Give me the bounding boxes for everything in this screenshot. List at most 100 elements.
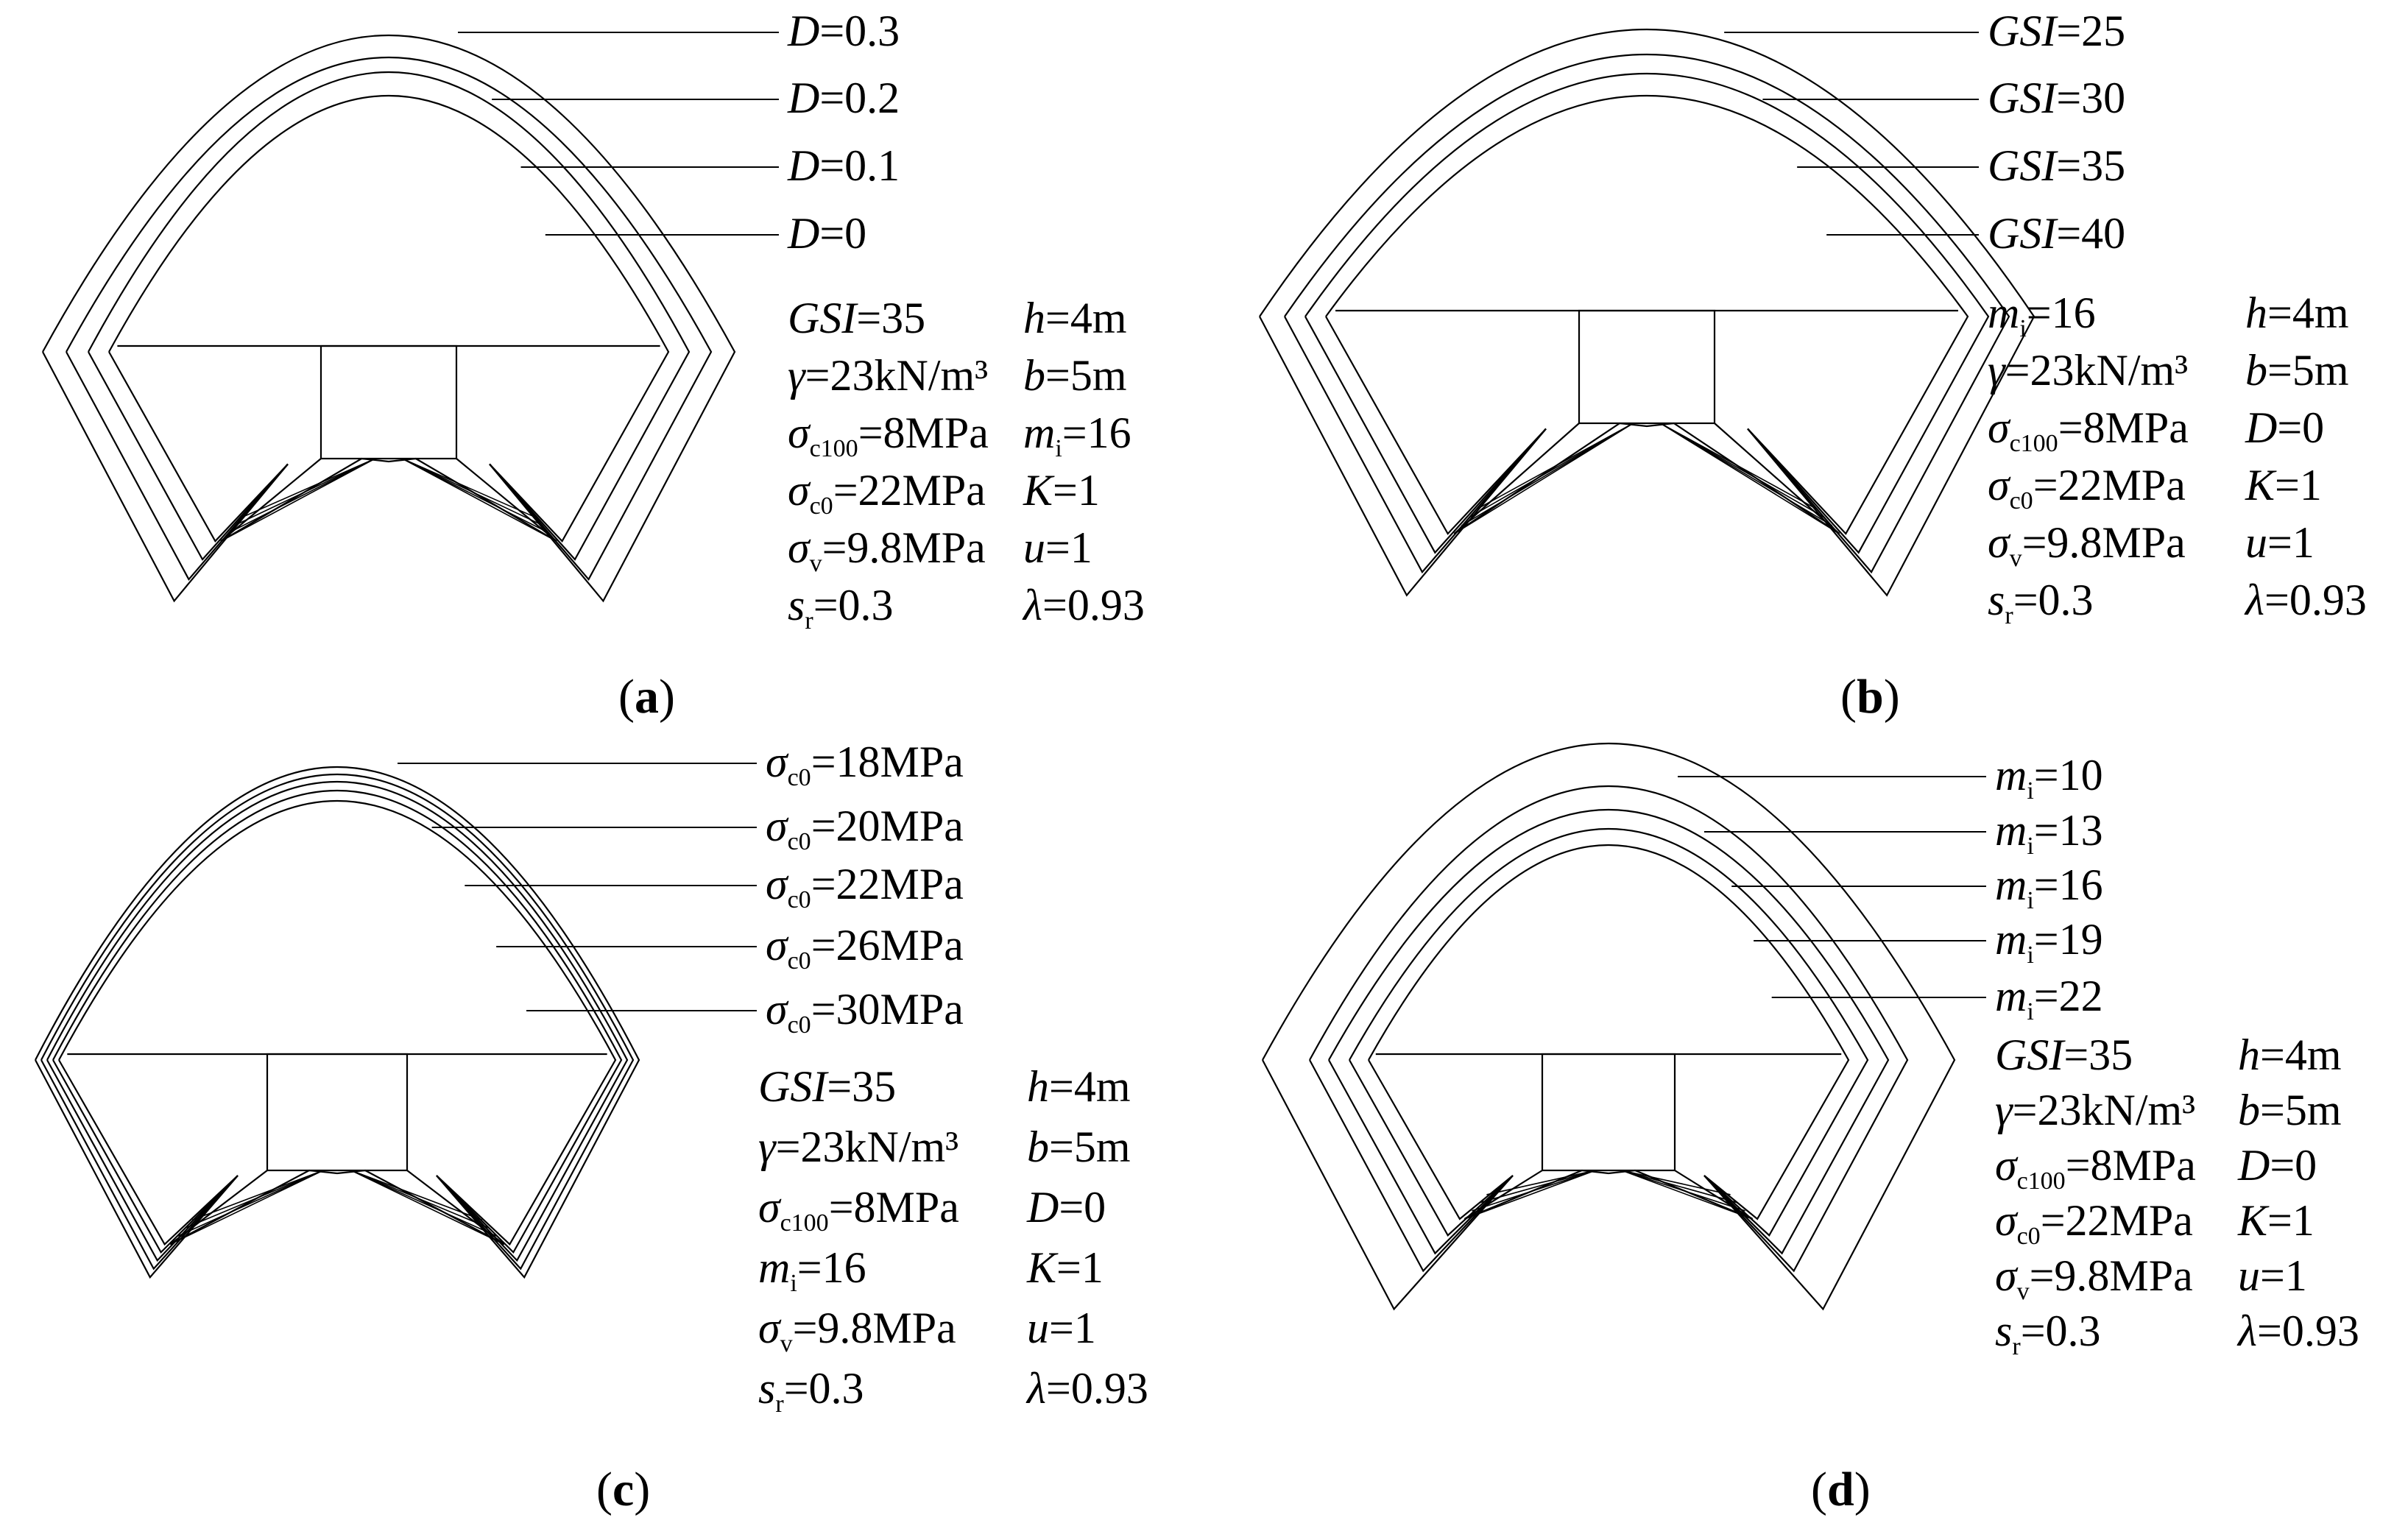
param-label-value: =1: [2267, 518, 2315, 567]
param-label-symbol: σ: [1995, 1141, 2019, 1190]
failure-envelope: [46, 780, 629, 1262]
param-label-symbol: GSI: [758, 1062, 829, 1111]
curve-label-subscript: c0: [788, 828, 811, 855]
param-label-value: =22MPa: [833, 466, 986, 515]
curve-label-symbol: σ: [766, 860, 789, 908]
curve-label: mi=13: [1995, 806, 2103, 860]
slip-line: [1476, 423, 1634, 510]
failure-curves: [1259, 29, 2035, 597]
param-label-value: =0.3: [813, 581, 894, 629]
param-label-value: =16: [2027, 289, 2096, 337]
curve-label: GSI=35: [1988, 141, 2125, 190]
param-label: σc100=8MPa: [788, 409, 989, 462]
param-label-value: =0.93: [1042, 581, 1145, 629]
curve-label-value: =20MPa: [811, 802, 964, 850]
panel-caption: (d): [1811, 1463, 1871, 1516]
param-label-subscript: r: [2005, 602, 2013, 629]
slip-line: [1660, 423, 1825, 518]
caption-open: (: [1840, 670, 1857, 724]
slip-line: [402, 458, 550, 534]
curve-label-value: =40: [2056, 209, 2125, 258]
param-label-symbol: m: [1988, 289, 2019, 337]
param-label-value: =0.3: [2013, 576, 2094, 624]
param-label-value: =1: [2275, 461, 2322, 509]
curve-label-value: =19: [2034, 915, 2103, 964]
tunnel-box: [1578, 309, 1716, 425]
curve-label-value: =0.3: [819, 7, 900, 55]
panel-caption: (c): [596, 1463, 650, 1516]
param-label-symbol: γ: [788, 351, 806, 400]
tunnel-box: [266, 1053, 409, 1172]
param-label-symbol: K: [1026, 1243, 1059, 1292]
caption-open: (: [1811, 1463, 1827, 1516]
slip-line: [1621, 1170, 1753, 1220]
param-label: σc100=8MPa: [1995, 1141, 2196, 1195]
param-label-symbol: b: [2238, 1086, 2260, 1134]
param-label: mi=16: [1988, 289, 2096, 342]
param-label-symbol: D: [2237, 1141, 2270, 1190]
failure-envelope: [42, 35, 736, 603]
param-label-value: =1: [1045, 523, 1092, 572]
param-label-symbol: h: [1027, 1062, 1049, 1111]
curve-label-symbol: m: [1995, 915, 2027, 964]
param-label-symbol: K: [2245, 461, 2277, 509]
failure-envelope: [1349, 828, 1869, 1237]
param-label-value: =4m: [2260, 1031, 2342, 1079]
leader-lines: [1724, 32, 1979, 236]
slip-line: [220, 458, 375, 542]
slip-line: [1486, 1170, 1596, 1195]
param-label-symbol: λ: [1022, 581, 1042, 629]
param-label-value: =9.8MPa: [2022, 518, 2186, 567]
param-label: b=5m: [2238, 1086, 2342, 1134]
curve-label-value: =16: [2034, 861, 2103, 909]
param-label: u=1: [1023, 523, 1092, 572]
panel-c: σc0=18MPaσc0=20MPaσc0=22MPaσc0=26MPaσc0=…: [35, 738, 1148, 1516]
param-label: h=4m: [1027, 1062, 1131, 1111]
param-label-symbol: GSI: [788, 294, 858, 342]
param-label: γ=23kN/m³: [788, 351, 988, 400]
param-label-symbol: σ: [788, 523, 811, 572]
param-label-subscript: i: [2019, 315, 2026, 342]
param-label-value: =5m: [2260, 1086, 2342, 1134]
param-label-subscript: r: [2012, 1333, 2021, 1360]
param-label-subscript: c100: [2010, 430, 2058, 457]
param-label: b=5m: [1027, 1123, 1131, 1171]
curve-label-value: =35: [2056, 141, 2125, 190]
failure-envelope: [1259, 29, 2035, 597]
curve-label-symbol: σ: [766, 921, 789, 969]
leader-lines: [1678, 776, 1986, 998]
curve-label-symbol: GSI: [1988, 74, 2058, 122]
slip-line: [350, 1170, 498, 1237]
param-label-symbol: γ: [1995, 1086, 2013, 1134]
param-label: σc0=22MPa: [1995, 1196, 2193, 1250]
curve-label-subscript: c0: [788, 1011, 811, 1039]
param-label-symbol: γ: [758, 1123, 777, 1171]
param-label-symbol: σ: [1995, 1196, 2019, 1245]
param-label: K=1: [2245, 461, 2322, 509]
param-label-symbol: λ: [2236, 1307, 2257, 1355]
param-label-symbol: u: [2245, 518, 2267, 567]
curve-label: σc0=22MPa: [766, 860, 964, 914]
param-label: GSI=35: [788, 294, 925, 342]
curve-label-symbol: σ: [766, 802, 789, 850]
param-label-symbol: u: [2238, 1251, 2260, 1300]
tunnel-outline: [1335, 309, 1958, 534]
param-label-subscript: v: [810, 550, 822, 577]
param-label-value: =35: [2063, 1031, 2133, 1079]
failure-envelope: [58, 800, 617, 1246]
param-label: D=0: [2237, 1141, 2317, 1190]
param-label-value: =8MPa: [2066, 1141, 2196, 1190]
failure-curves: [1262, 743, 1956, 1311]
param-label-value: =4m: [2267, 289, 2349, 337]
param-label: γ=23kN/m³: [758, 1123, 958, 1171]
param-label-symbol: u: [1023, 523, 1045, 572]
curve-label-symbol: D: [787, 74, 819, 122]
leader-lines: [458, 32, 779, 236]
slip-line: [235, 458, 375, 526]
param-label-symbol: s: [758, 1364, 775, 1413]
param-label-value: =9.8MPa: [793, 1304, 956, 1352]
failure-envelope: [66, 57, 713, 581]
param-label: γ=23kN/m³: [1995, 1086, 2195, 1134]
param-label-value: =4m: [1045, 294, 1127, 342]
